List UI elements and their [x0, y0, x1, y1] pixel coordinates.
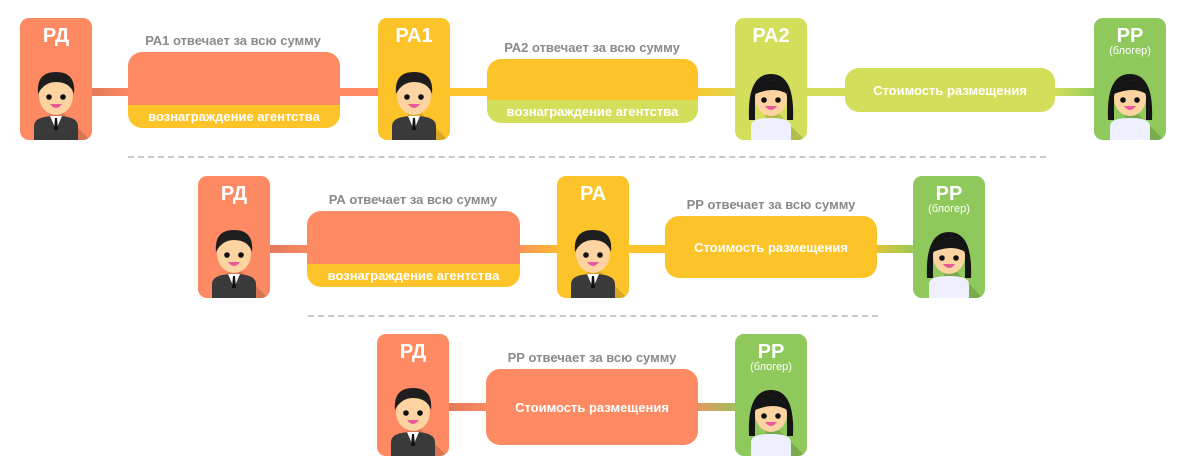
- node-title: РА: [579, 183, 607, 205]
- node-client: РД: [198, 176, 270, 298]
- businessman-icon: [20, 50, 92, 140]
- link-caption: РР отвечает за всю сумму: [507, 350, 677, 365]
- node-client: РД: [377, 334, 449, 456]
- node-title: РА1: [395, 25, 433, 47]
- payment-box: вознаграждение агентства: [128, 52, 340, 128]
- payment-box: Стоимость размещения: [486, 369, 698, 445]
- node-title: РР: [757, 341, 785, 363]
- payment-box: Стоимость размещения: [665, 216, 877, 278]
- placement-cost: Стоимость размещения: [694, 239, 848, 255]
- agency-fee-strip: вознаграждение агентства: [307, 264, 520, 287]
- agency-fee-strip: вознаграждение агентства: [128, 105, 340, 128]
- payment-box: Стоимость размещения: [845, 68, 1055, 112]
- placement-cost: Стоимость размещения: [515, 399, 669, 415]
- node-title: РД: [399, 341, 427, 363]
- blogger-avatar-icon: [1094, 50, 1166, 140]
- blogger-avatar-icon: [735, 366, 807, 456]
- payment-box: вознаграждение агентства: [487, 59, 698, 123]
- node-subtitle: (блогер): [750, 361, 792, 373]
- node-blogger: РР (блогер): [1094, 18, 1166, 140]
- node-blogger: РР (блогер): [913, 176, 985, 298]
- agent-avatar-icon: [378, 50, 450, 140]
- node-agency: РА: [557, 176, 629, 298]
- link-caption: РА1 отвечает за всю сумму: [145, 33, 321, 48]
- woman-avatar-icon: [735, 50, 807, 140]
- node-blogger: РР (блогер): [735, 334, 807, 456]
- node-title: РД: [42, 25, 70, 47]
- blogger-avatar-icon: [913, 208, 985, 298]
- node-agency-2: РА2: [735, 18, 807, 140]
- node-subtitle: (блогер): [1109, 45, 1151, 57]
- node-title: РА2: [752, 25, 790, 47]
- node-title: РД: [220, 183, 248, 205]
- placement-cost: Стоимость размещения: [873, 82, 1027, 98]
- node-title: РР: [1116, 25, 1144, 47]
- link-caption: РР отвечает за всю сумму: [686, 197, 856, 212]
- businessman-icon: [377, 366, 449, 456]
- node-subtitle: (блогер): [928, 203, 970, 215]
- agent-avatar-icon: [557, 208, 629, 298]
- businessman-icon: [198, 208, 270, 298]
- node-title: РР: [935, 183, 963, 205]
- divider: [308, 315, 878, 317]
- node-client: РД: [20, 18, 92, 140]
- divider: [128, 156, 1046, 158]
- link-caption: РА2 отвечает за всю сумму: [504, 40, 680, 55]
- link-caption: РА отвечает за всю сумму: [328, 192, 498, 207]
- node-agency-1: РА1: [378, 18, 450, 140]
- payment-box: вознаграждение агентства: [307, 211, 520, 287]
- agency-fee-strip: вознаграждение агентства: [487, 100, 698, 123]
